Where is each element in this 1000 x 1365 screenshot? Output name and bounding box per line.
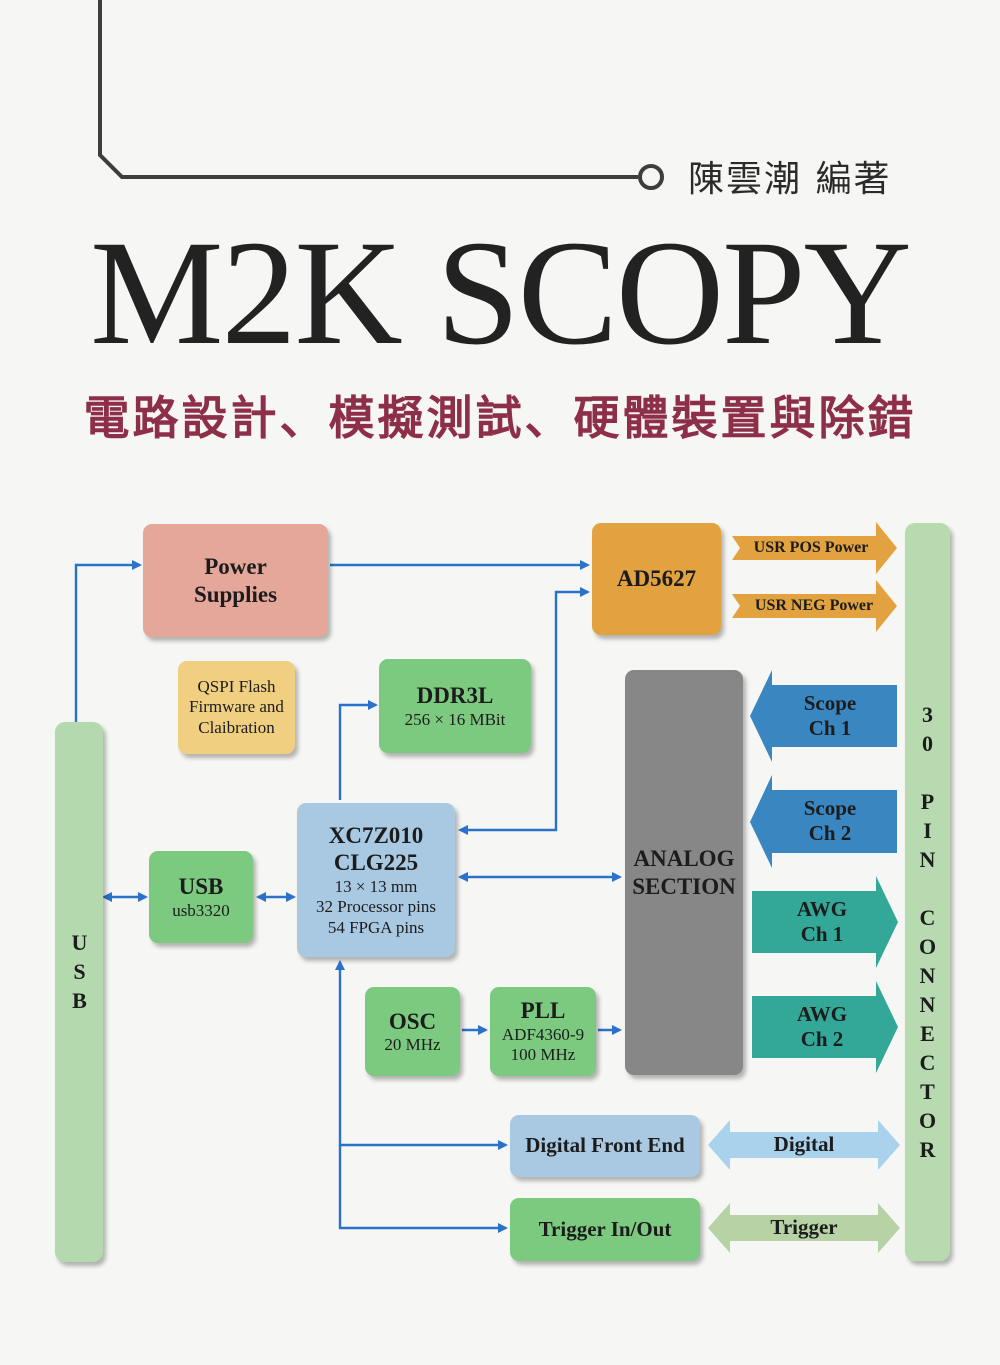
pll-detail1: ADF4360-9 bbox=[501, 1024, 585, 1044]
awg-ch2-arrow bbox=[752, 981, 898, 1073]
book-title: M2K SCOPY bbox=[90, 210, 912, 376]
trigger-inout-label: Trigger In/Out bbox=[538, 1216, 672, 1241]
digital-label: Digital bbox=[730, 1132, 878, 1158]
awg-ch2-line1: AWG bbox=[796, 1001, 848, 1026]
fpga-line2: CLG225 bbox=[333, 850, 419, 876]
trigger-text: Trigger bbox=[770, 1215, 838, 1240]
usr-neg-power-text: USR NEG Power bbox=[754, 597, 874, 615]
usb-detail: usb3320 bbox=[172, 900, 230, 920]
digital-front-end-label: Digital Front End bbox=[525, 1133, 685, 1158]
digital-text: Digital bbox=[773, 1132, 835, 1157]
ad5627-block: AD5627 bbox=[592, 523, 721, 635]
fpga-line1: XC7Z010 bbox=[328, 822, 424, 848]
fpga-line5: 54 FPGA pins bbox=[327, 917, 425, 937]
digital-bidirectional-arrow bbox=[708, 1120, 900, 1170]
book-subtitle: 電路設計、模擬測試、硬體裝置與除錯 bbox=[83, 391, 917, 445]
digital-front-end-block: Digital Front End bbox=[510, 1115, 700, 1177]
usb-bus-bar bbox=[55, 722, 103, 1262]
scope-ch2-line2: Ch 2 bbox=[808, 821, 852, 845]
scope-ch2-line1: Scope bbox=[803, 795, 857, 820]
awg-ch2-line2: Ch 2 bbox=[800, 1027, 844, 1051]
ddr3l-title: DDR3L bbox=[416, 683, 494, 708]
analog-line2: SECTION bbox=[632, 873, 736, 899]
awg-ch1-arrow bbox=[752, 876, 898, 968]
scope-ch1-line2: Ch 1 bbox=[808, 716, 852, 740]
analog-section-block: ANALOG SECTION bbox=[625, 670, 743, 1075]
ad5627-label: AD5627 bbox=[616, 566, 697, 592]
usb-title: USB bbox=[178, 874, 224, 899]
scope-ch1-arrow bbox=[750, 670, 897, 762]
pll-block: PLL ADF4360-9 100 MHz bbox=[490, 987, 596, 1076]
trigger-label: Trigger bbox=[730, 1215, 878, 1241]
usb-bus-label: USB bbox=[59, 930, 99, 1025]
scope-ch1-line1: Scope bbox=[803, 690, 857, 715]
awg-ch1-line2: Ch 1 bbox=[800, 922, 844, 946]
usr-pos-power-text: USR POS Power bbox=[753, 539, 869, 557]
scope-ch1-label: Scope Ch 1 bbox=[770, 686, 890, 746]
trigger-bidirectional-arrow bbox=[708, 1203, 900, 1253]
xc7z010-fpga-block: XC7Z010 CLG225 13 × 13 mm 32 Processor p… bbox=[297, 803, 455, 957]
line-fpga-trigger bbox=[338, 1145, 508, 1233]
awg-ch1-label: AWG Ch 1 bbox=[762, 892, 882, 952]
usr-neg-power-arrow bbox=[732, 580, 897, 632]
connector-label: 30 PIN CONNECTOR bbox=[907, 702, 947, 1174]
line-usb-to-power bbox=[74, 560, 142, 722]
power-supplies-line2: Supplies bbox=[193, 581, 278, 607]
pll-detail2: 100 MHz bbox=[510, 1045, 576, 1065]
osc-block: OSC 20 MHz bbox=[365, 987, 460, 1076]
usr-pos-power-arrow bbox=[732, 522, 897, 574]
osc-detail: 20 MHz bbox=[384, 1035, 441, 1055]
usr-neg-power-label: USR NEG Power bbox=[742, 595, 886, 617]
line-fpga-ad5627 bbox=[458, 587, 590, 835]
usr-pos-power-label: USR POS Power bbox=[742, 537, 880, 559]
connector-bar bbox=[905, 523, 950, 1261]
power-supplies-line1: Power bbox=[204, 553, 267, 579]
qspi-flash-block: QSPI Flash Firmware and Claibration bbox=[178, 661, 295, 754]
pll-title: PLL bbox=[520, 998, 566, 1024]
usb-block: USB usb3320 bbox=[149, 851, 253, 943]
ddr3l-detail: 256 × 16 MBit bbox=[404, 709, 506, 729]
osc-title: OSC bbox=[388, 1008, 437, 1034]
scope-ch2-arrow bbox=[750, 775, 897, 868]
ddr3l-block: DDR3L 256 × 16 MBit bbox=[379, 659, 531, 753]
power-supplies-block: Power Supplies bbox=[143, 524, 328, 637]
author-credit: 陳雲潮 編著 bbox=[688, 159, 892, 200]
awg-ch2-label: AWG Ch 2 bbox=[762, 997, 882, 1057]
line-fpga-to-ddr3l bbox=[338, 700, 378, 800]
qspi-line2: Firmware and bbox=[189, 697, 284, 717]
qspi-line1: QSPI Flash bbox=[197, 676, 276, 696]
connector-label-text: 30 PIN CONNECTOR bbox=[915, 702, 940, 1166]
analog-line1: ANALOG bbox=[633, 845, 735, 871]
fpga-line3: 13 × 13 mm bbox=[334, 877, 418, 896]
trigger-inout-block: Trigger In/Out bbox=[510, 1198, 700, 1261]
qspi-line3: Claibration bbox=[198, 717, 275, 737]
scope-ch2-label: Scope Ch 2 bbox=[770, 791, 890, 851]
usb-bus-label-text: USB bbox=[67, 930, 92, 1017]
awg-ch1-line1: AWG bbox=[796, 896, 848, 921]
fpga-line4: 32 Processor pins bbox=[316, 897, 436, 917]
